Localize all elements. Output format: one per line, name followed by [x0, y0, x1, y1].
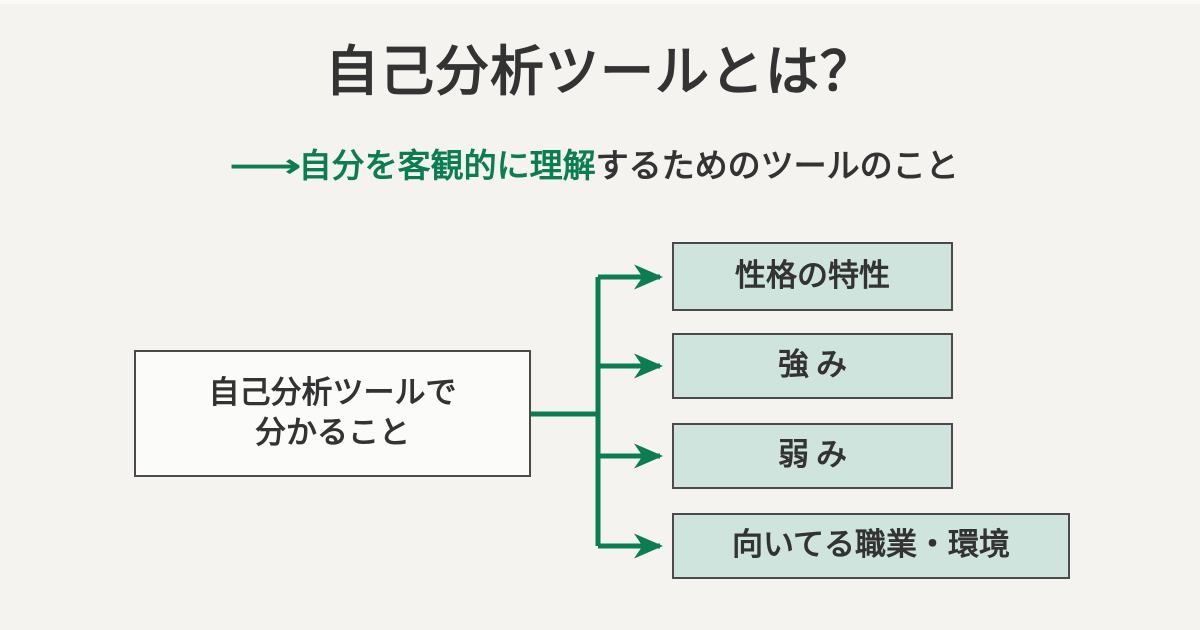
root-node-line-2: 分かること	[255, 414, 410, 451]
branch-node-1-label: 性格の特性	[735, 257, 890, 294]
branch-node-4[interactable]: 向いてる職業・環境	[672, 513, 1070, 579]
branch-node-2-label: 強み	[778, 347, 854, 384]
branch-node-4-label: 向いてる職業・環境	[731, 527, 1011, 564]
top-edge-strip	[0, 0, 1200, 4]
subtitle-highlight-text: 自分を客観的に理解	[298, 146, 596, 185]
root-node[interactable]: 自己分析ツールで 分かること	[134, 350, 531, 477]
root-node-line-1: 自己分析ツールで	[208, 374, 457, 411]
branch-node-2[interactable]: 強み	[672, 333, 953, 399]
root-node-label: 自己分析ツールで 分かること	[209, 374, 457, 453]
subtitle: ⟶自分を客観的に理解するためのツールのこと	[0, 145, 1200, 186]
branch-node-3-label: 弱み	[778, 437, 854, 474]
page-title: 自己分析ツールとは？	[325, 40, 875, 103]
long-right-arrow-icon: ⟶	[228, 146, 302, 185]
branch-node-3[interactable]: 弱み	[672, 423, 953, 489]
subtitle-rest-text: するためのツールのこと	[595, 146, 959, 185]
branch-node-1[interactable]: 性格の特性	[672, 242, 953, 311]
